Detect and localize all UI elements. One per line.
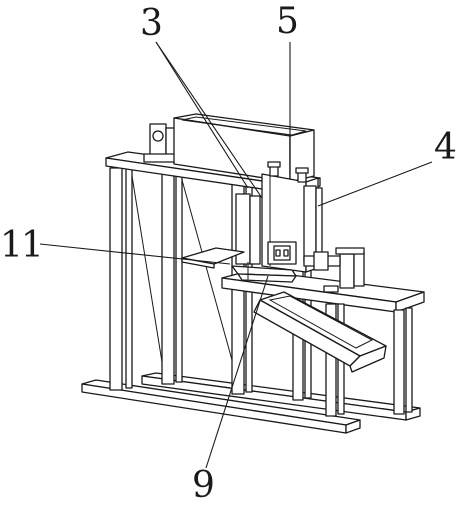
callout-5: 5 [276, 1, 299, 42]
leader-11 [39, 243, 231, 265]
leader-3 [155, 41, 263, 199]
leader-9 [205, 275, 269, 469]
right-actuator [303, 247, 365, 293]
callout-11: 11 [0, 225, 44, 266]
leader-3b [155, 41, 249, 189]
chute [253, 291, 387, 373]
callout-3: 3 [140, 3, 163, 44]
callout-9: 9 [192, 465, 215, 506]
callout-4: 4 [434, 127, 457, 168]
leader-lines [39, 41, 433, 469]
discharge-plate [181, 247, 245, 269]
side-guides [235, 185, 323, 265]
left-bearing-block [143, 123, 185, 163]
leader-4 [317, 161, 433, 207]
